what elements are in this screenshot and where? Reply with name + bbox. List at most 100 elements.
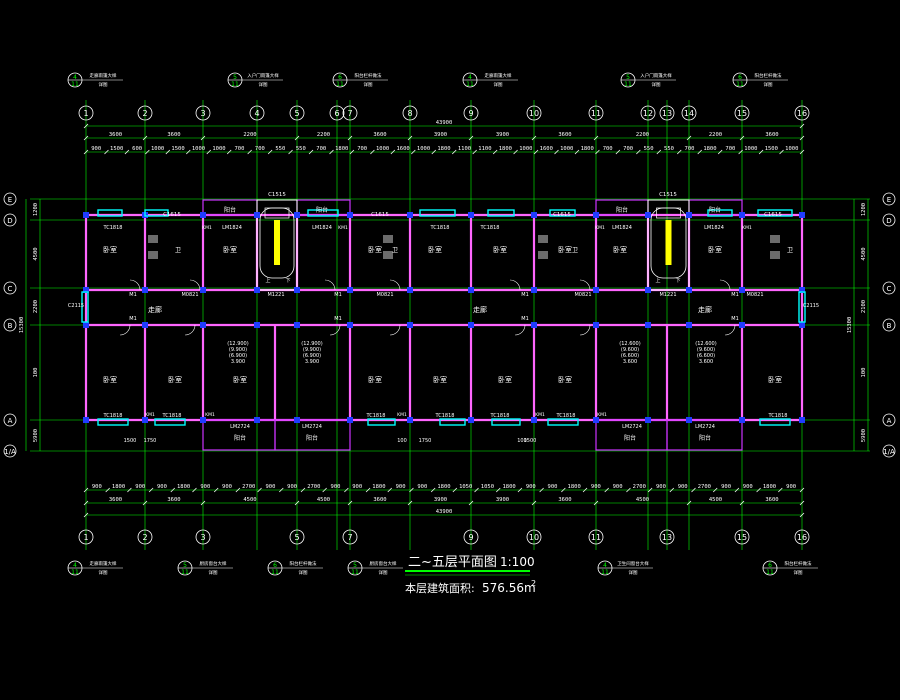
dim-top-bays-tick [407,135,413,141]
window-code-tc1818: TC1818 [490,413,510,419]
dim-top-detail-text: 550 [275,146,285,152]
elevation-c: (9.600) [621,347,639,353]
window-code-tc1818: TC1818 [103,225,123,231]
column [407,417,413,423]
door-code-m1221: M1221 [659,292,676,298]
axis-bubble-top [402,105,418,121]
dim-bottom-bays-text: 3600 [109,497,122,503]
dim-top-bays-text: 3600 [765,132,778,138]
window-code-tc1818: TC1818 [103,413,123,419]
door-code-lm1824: LM1824 [612,225,632,231]
room-label-balcony: 阳台 [699,434,711,442]
door-swing [189,279,201,291]
dim-top-detail-text: 700 [316,146,326,152]
dim-top-detail-text: 1000 [785,146,798,152]
dim-top-bays-tick [468,135,474,141]
stair-flight [274,220,280,265]
detail-ref-sheet: 11 [181,569,189,576]
axis-label-left: E [8,196,12,204]
stair-window [656,207,681,219]
column [645,287,651,293]
dim-top-detail-text: 700 [255,146,265,152]
dim-top-detail-text: 1600 [396,146,409,152]
door-code-m1: M1 [334,292,342,298]
axis-bubble-bottom [794,529,810,545]
dim-bottom-bays-tick [347,500,353,506]
detail-ref-number: 4 [73,562,77,569]
dim-bottom-detail-tick [83,487,89,493]
dim-bottom-detail-tick [778,487,783,493]
column [799,417,805,423]
elevation-b: (9.900) [303,347,321,353]
dim-bottom-detail-tick [148,487,154,493]
column [686,212,692,218]
detail-ref-sheet: 11 [466,81,474,88]
window-code-tc1818: TC1818 [430,225,450,231]
elevation-b: (12.900) [301,341,322,347]
door-code-lm2724: LM2724 [302,424,322,430]
dim-bottom-detail-text: 900 [287,484,297,490]
detail-ref-number: 4 [468,74,472,81]
dim-top-total-tick [83,123,89,129]
column [142,322,148,328]
axis-bubble-bottom [526,529,542,545]
dim-top-detail-text: 700 [603,146,613,152]
room-label-wc: 卫 [175,247,181,254]
dim-top-detail-tick [656,149,662,155]
column [686,322,692,328]
axis-label-bottom: 3 [200,533,205,542]
window-code-c2115: C2115 [68,303,84,309]
window-code-tc1818: TC1818 [768,413,788,419]
dim-top-bays-text: 2200 [709,132,722,138]
dim-top-detail-tick [799,149,805,155]
dim-top-detail-text: 1800 [581,146,594,152]
door-swing [184,324,196,336]
axis-label-left: C [8,285,13,293]
column [468,287,474,293]
column [645,417,651,423]
detail-ref-note: 厨房窗台大样 [370,560,397,567]
dim-top-total-text: 43900 [436,120,453,126]
door-code-m1: M1 [521,316,529,322]
dim-top-bays-text: 2200 [243,132,256,138]
axis-label-top: 1 [83,109,88,118]
dim-top-detail-tick [390,149,396,155]
dim-bottom-detail-text: 1800 [437,484,450,490]
dim-bottom-detail-tick [344,487,349,493]
dim-bottom-bays-text: 3600 [167,497,180,503]
dim-top-detail-text: 1800 [499,146,512,152]
window-code-c1515: C1515 [659,192,677,198]
axis-label-bottom: 2 [142,533,147,542]
dim-top-detail-text: 1100 [458,146,471,152]
column [593,417,599,423]
room-label-bedroom: 卧室 [558,375,572,384]
dim-top-detail-tick [779,149,784,155]
door-code-km1: KM1 [145,412,155,418]
room-label-wc: 卫 [787,247,793,254]
dim-bottom-detail-tick [712,487,718,493]
door-swing [389,324,401,336]
column [200,212,206,218]
dim-left-text: 4500 [33,247,39,260]
room-label-corridor: 走廊 [698,305,712,314]
axis-label-top: 16 [797,109,807,118]
detail-ref-number: 6 [738,74,742,81]
door-code-m1: M1 [731,292,739,298]
window-code-c1515: C1515 [268,192,286,198]
dim-top-detail-tick [533,149,539,155]
axis-bubble-bottom [342,529,358,545]
detail-ref-sheet: 11 [766,569,774,576]
walls [83,199,805,451]
dim-bottom-detail-text: 1050 [481,484,494,490]
column [200,322,206,328]
window-west [81,291,89,323]
detail-ref-sub: 详图 [629,569,638,576]
axis-label-bottom: 16 [797,533,807,542]
door-code-m0821: M0821 [746,292,763,298]
misc-dimension: 100 [397,438,407,444]
detail-ref-number: 4 [73,74,77,81]
window-north [487,209,515,217]
detail-ref-sub: 详图 [379,569,388,576]
